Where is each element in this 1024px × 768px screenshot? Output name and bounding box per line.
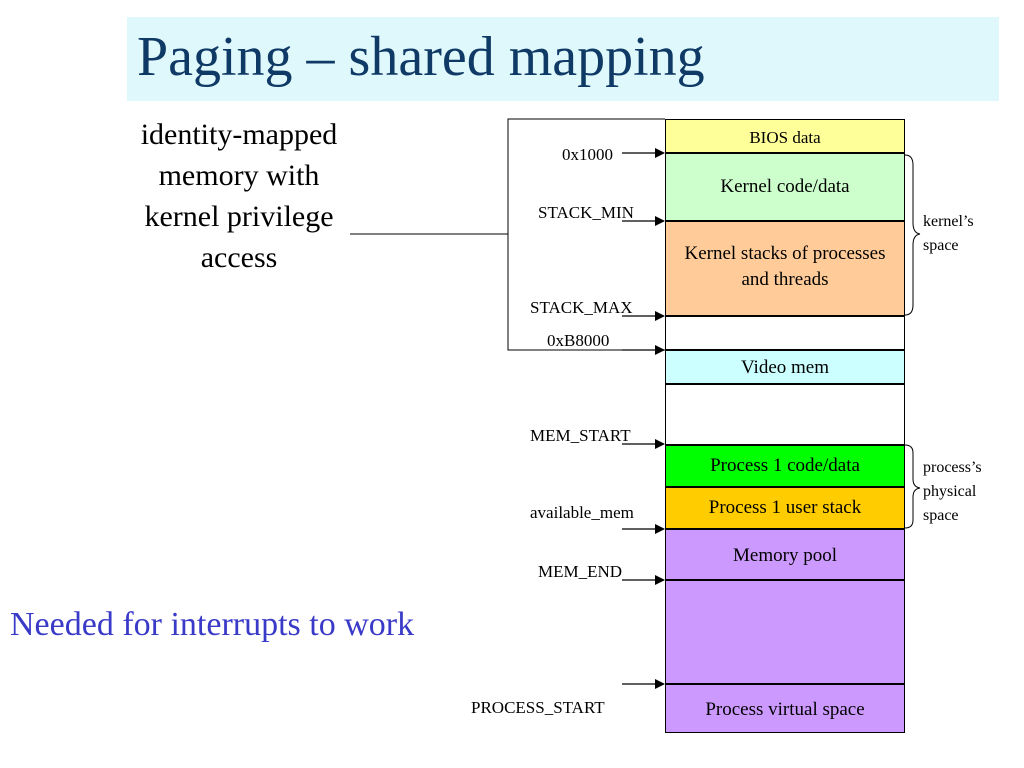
block-unused-1 [665, 316, 905, 350]
title-band: Paging – shared mapping [127, 17, 999, 101]
addr-available-mem: available_mem [530, 503, 634, 522]
addr-stack-min: STACK_MIN [538, 203, 634, 222]
addr-stack-max: STACK_MAX [530, 298, 633, 317]
block-label: Kernel code/data [720, 176, 850, 197]
block-process-virtual-space: Process virtual space [665, 684, 905, 733]
block-kernel-code-data: Kernel code/data [665, 153, 905, 221]
block-memory-pool-extra [665, 580, 905, 684]
block-memory-pool: Memory pool [665, 529, 905, 580]
block-label: Video mem [740, 357, 830, 378]
block-label: Process 1 code/data [710, 455, 860, 476]
page-title: Paging – shared mapping [137, 26, 705, 88]
addr-mem-end: MEM_END [538, 562, 623, 581]
block-label: Process virtual space [705, 699, 865, 720]
block-kernel-stacks: Kernel stacks of processes and threads [665, 221, 905, 316]
process-space-brace [904, 444, 921, 529]
process-space-label: process’s physical space [923, 459, 982, 524]
addr-0x1000: 0x1000 [562, 145, 613, 164]
block-process-code-data: Process 1 code/data [665, 445, 905, 487]
identity-mapped-bracket [350, 118, 665, 351]
block-label: Process 1 user stack [708, 497, 862, 518]
block-label: Kernel stacks of processes and threads [684, 243, 886, 290]
kernel-space-label: kernel’s space [923, 213, 974, 254]
kernel-space-brace [904, 154, 921, 316]
block-video-mem: Video mem [665, 350, 905, 384]
addr-process-start: PROCESS_START [471, 698, 605, 717]
addr-0xb8000: 0xB8000 [547, 331, 610, 350]
block-process-user-stack: Process 1 user stack [665, 487, 905, 529]
identity-mapped-note: identity-mapped memory with kernel privi… [140, 118, 338, 274]
block-label: BIOS data [749, 128, 821, 147]
block-unused-2 [665, 384, 905, 445]
block-bios-data: BIOS data [665, 119, 905, 153]
block-label: Memory pool [733, 545, 837, 566]
addr-mem-start: MEM_START [530, 426, 631, 445]
interrupts-note: Needed for interrupts to work [10, 606, 415, 643]
